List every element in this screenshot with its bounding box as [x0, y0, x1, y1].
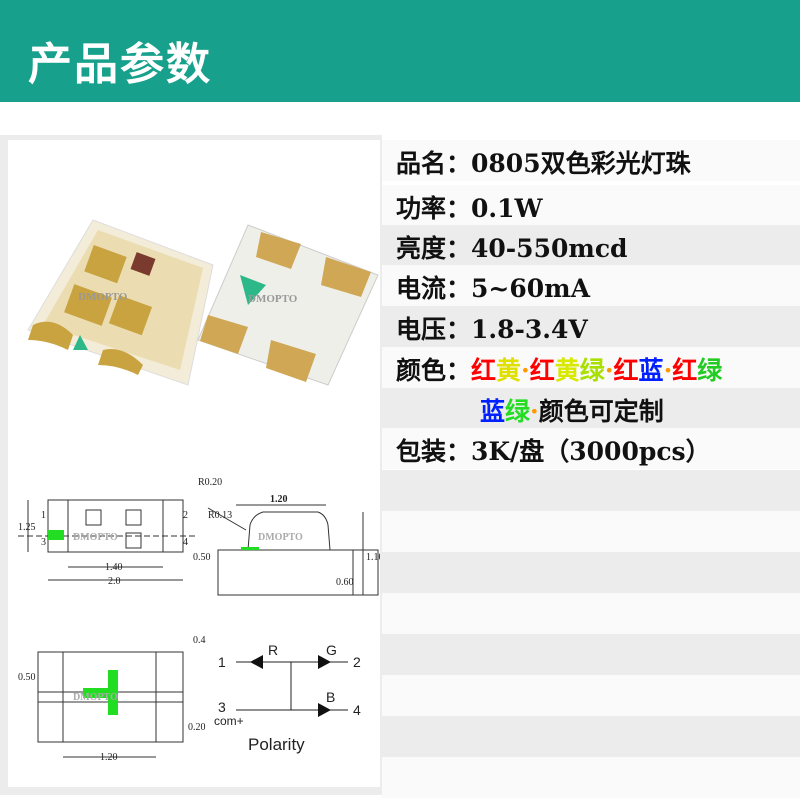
empty-row [382, 757, 800, 798]
dim-top: 1.20 [270, 494, 288, 505]
pin-label: 1 [41, 510, 46, 521]
custom-color-note: 颜色可定制 [538, 397, 664, 426]
empty-row [382, 593, 800, 634]
spec-label: 包装： [396, 437, 472, 466]
spec-value: 40-550mcd [471, 234, 628, 263]
color-name: 绿 [579, 356, 605, 385]
led-r-label: R [268, 642, 278, 658]
color-name: 蓝 [638, 356, 664, 385]
polarity-diagram: 1 2 3 4 R G B com+ Polarity [214, 642, 361, 754]
empty-row [382, 511, 800, 552]
dim-radius: R0.13 [208, 510, 232, 521]
color-name: 红 [471, 356, 497, 385]
product-illustrations: DMOPTO DMOPTO 1.25 1 2 3 4 0.50 1.40 2.0… [18, 219, 384, 763]
spec-row-colors-cont: 蓝绿·颜色可定制 [382, 388, 800, 429]
color-name: 红 [613, 356, 639, 385]
spec-row: 电流：5~60mA [382, 265, 800, 306]
dim-pad: 0.4 [193, 635, 206, 646]
dim-h1: 0.50 [18, 672, 36, 683]
led-b-label: B [326, 689, 335, 705]
side-view-drawing [207, 504, 379, 596]
spec-row: 包装：3K/盘（3000pcs） [382, 428, 800, 469]
spec-label: 颜色： [396, 356, 472, 385]
spec-label: 品名： [396, 149, 472, 178]
page-title: 产品参数 [28, 39, 212, 90]
color-name: · [521, 356, 530, 385]
pin-label: 3 [218, 699, 226, 715]
spec-label: 电流： [396, 274, 472, 303]
spec-value: 0.1W [471, 194, 543, 223]
dim-radius: R0.20 [198, 477, 222, 488]
dim-inner-width: 1.40 [105, 562, 123, 573]
pin-label: 2 [183, 510, 188, 521]
dim-gap: 0.50 [193, 552, 211, 563]
spec-table: 品名：0805双色彩光灯珠 功率：0.1W 亮度：40-550mcd 电流：5~… [382, 140, 800, 800]
led-photo-front: DMOPTO [27, 219, 214, 386]
spec-label: 电压： [396, 315, 472, 344]
color-name: 蓝 [480, 397, 506, 426]
color-name: · [663, 356, 673, 385]
spec-label: 亮度： [396, 234, 472, 263]
led-g-label: G [326, 642, 337, 658]
dim-width: 2.0 [108, 576, 121, 587]
empty-row [382, 716, 800, 757]
pin-label: 4 [353, 702, 361, 718]
color-name: 绿 [505, 397, 531, 426]
pin-label: 2 [353, 654, 361, 670]
watermark: DMOPTO [73, 532, 118, 543]
empty-row [382, 552, 800, 593]
polarity-title: Polarity [248, 735, 305, 754]
spec-value: 0805双色彩光灯珠 [471, 149, 691, 178]
color-name: 红 [529, 356, 555, 385]
bottom-view-drawing [37, 651, 184, 758]
color-name: 绿 [697, 356, 723, 385]
spec-row: 亮度：40-550mcd [382, 225, 800, 266]
color-name: 黄 [554, 356, 580, 385]
dim-w: 1.20 [100, 752, 118, 763]
top-view-drawing [18, 499, 198, 581]
spec-row: 功率：0.1W [382, 185, 800, 226]
spec-label: 功率： [396, 194, 472, 223]
dim-base: 0.60 [336, 577, 354, 588]
header-banner: 产品参数 [0, 0, 800, 102]
dim-total-height: 1.10 [366, 552, 380, 563]
led-photo-back: DMOPTO [197, 224, 379, 386]
watermark: DMOPTO [73, 692, 118, 703]
spec-value: 1.8-3.4V [471, 315, 588, 344]
color-name: 黄 [496, 356, 522, 385]
product-image-panel: DMOPTO DMOPTO 1.25 1 2 3 4 0.50 1.40 2.0… [0, 135, 384, 795]
watermark: DMOPTO [78, 291, 128, 303]
watermark: DMOPTO [248, 293, 298, 305]
dim-h2: 0.20 [188, 722, 206, 733]
color-name: 红 [672, 356, 698, 385]
spec-row: 品名：0805双色彩光灯珠 [382, 140, 800, 181]
empty-row [382, 634, 800, 675]
pin-label: 3 [41, 537, 46, 548]
color-name: · [530, 397, 539, 426]
spec-row: 电压：1.8-3.4V [382, 306, 800, 347]
pin-label: 4 [183, 537, 188, 548]
color-list: 红黄·红黄绿·红蓝·红绿 [471, 356, 722, 385]
spec-row-colors: 颜色：红黄·红黄绿·红蓝·红绿 [382, 347, 800, 388]
common-label: com+ [214, 714, 244, 728]
spec-value: 5~60mA [471, 274, 590, 303]
watermark: DMOPTO [258, 532, 303, 543]
empty-row [382, 675, 800, 716]
color-list: 蓝绿· [480, 397, 539, 426]
pin-label: 1 [218, 654, 226, 670]
spec-value: 3K/盘（3000pcs） [471, 437, 711, 466]
dim-height: 1.25 [18, 522, 36, 533]
color-name: · [604, 356, 614, 385]
empty-row [382, 470, 800, 511]
